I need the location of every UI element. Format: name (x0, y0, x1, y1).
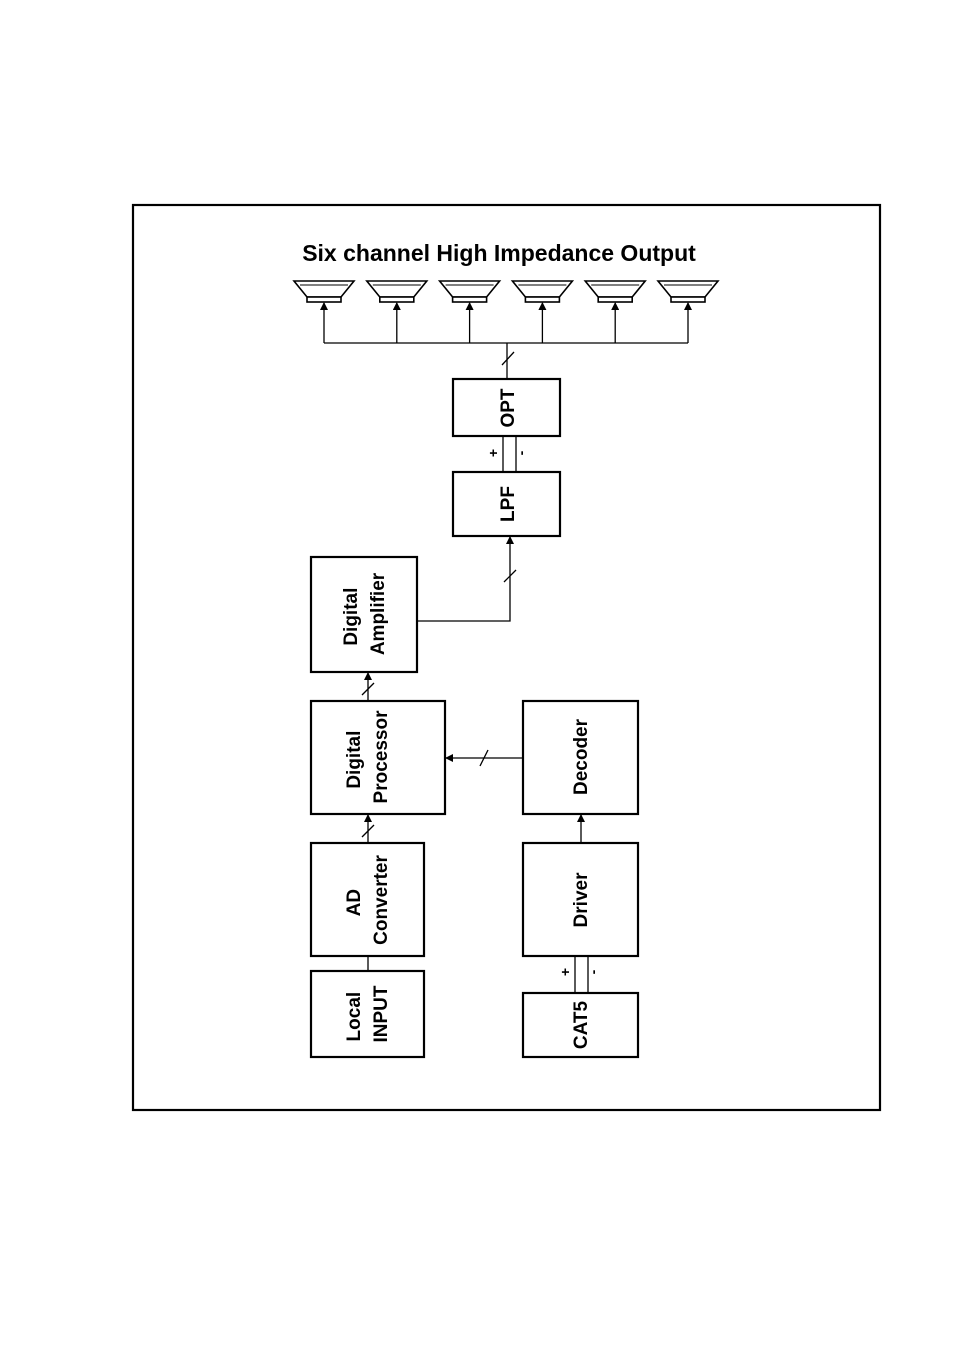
opt-bus-tick (501, 351, 515, 366)
ad-converter-label: AD Converter (344, 855, 392, 945)
digital-amplifier-block (309, 555, 419, 674)
proc-amp-tick (361, 682, 375, 696)
lpf-opt-minus-sign: - (513, 450, 529, 455)
speaker-icon (583, 280, 647, 303)
ad-proc-tick (361, 824, 375, 838)
local-input-block (309, 969, 426, 1059)
speaker-icon (437, 280, 502, 303)
opt-label: OPT (498, 388, 519, 427)
local-input-label: Local INPUT (344, 985, 392, 1042)
diagram-title: Six channel High Impedance Output (302, 240, 696, 266)
diagram-frame (131, 203, 882, 1112)
cat5-block (521, 991, 640, 1059)
driver-label: Driver (571, 872, 592, 928)
amp-to-lpf-line (417, 536, 514, 622)
opt-block (451, 377, 562, 438)
cat5-driver-minus-sign: - (585, 969, 601, 974)
speaker-icon (656, 280, 720, 303)
amp-lpf-tick (503, 569, 517, 583)
digital-amplifier-label: Digital Amplifier (341, 572, 389, 655)
digital-processor-block (309, 699, 447, 816)
driver-block (521, 841, 640, 958)
cat5-driver-plus-sign: + (557, 968, 573, 976)
decoder-proc-tick (479, 749, 489, 767)
speaker-group (292, 280, 720, 303)
digital-processor-label: Digital Processor (344, 710, 392, 804)
ad-converter-block (309, 841, 426, 958)
speaker-icon (292, 280, 356, 303)
speaker-icon (510, 280, 575, 303)
speaker-feed-lines (320, 302, 692, 343)
lpf-label: LPF (498, 486, 519, 522)
decoder-label: Decoder (571, 718, 592, 795)
cat5-label: CAT5 (571, 1000, 592, 1049)
lpf-opt-plus-sign: + (485, 449, 501, 457)
speaker-icon (365, 280, 429, 303)
